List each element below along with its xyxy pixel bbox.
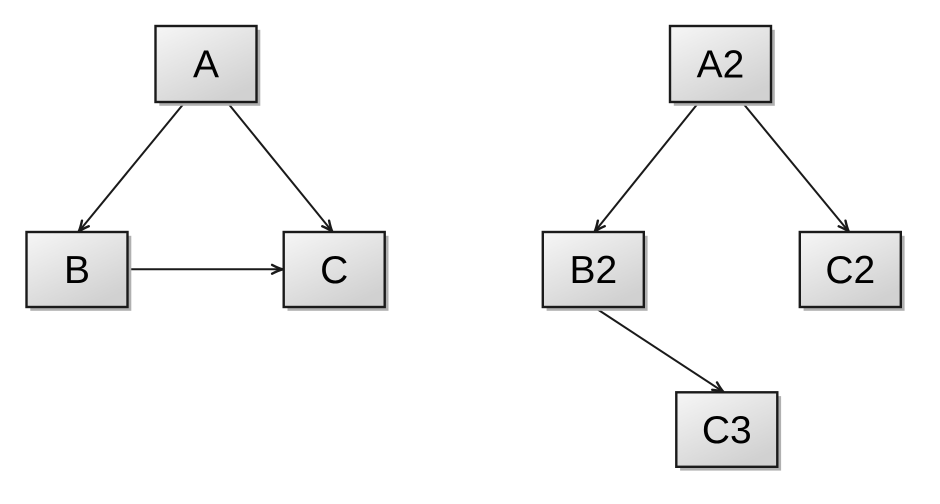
- svg-text:C: C: [320, 249, 348, 292]
- svg-text:B: B: [64, 249, 90, 292]
- svg-text:A2: A2: [697, 44, 745, 87]
- svg-text:C3: C3: [702, 409, 752, 452]
- svg-text:B2: B2: [569, 249, 617, 292]
- svg-text:C2: C2: [825, 249, 875, 292]
- svg-text:A: A: [193, 44, 219, 87]
